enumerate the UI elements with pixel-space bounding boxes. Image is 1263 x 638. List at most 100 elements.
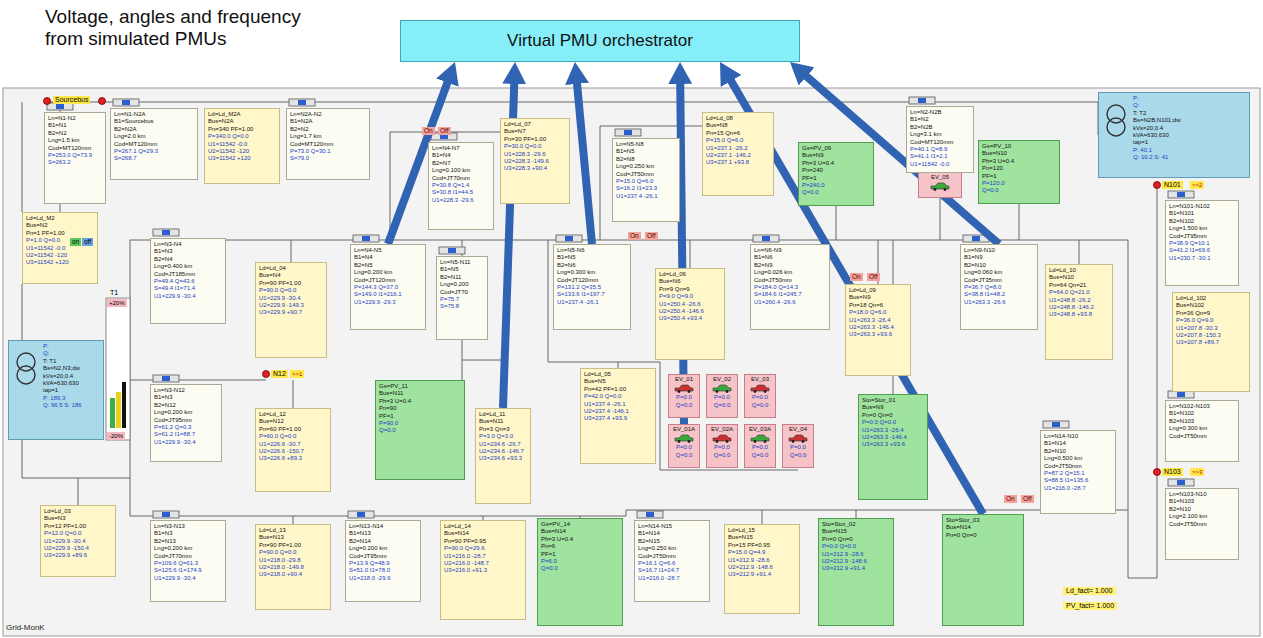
switch-body [1168, 479, 1194, 486]
measurement-text: U2=234.6 -146.7 [479, 448, 524, 455]
measurement-text: Pn=64 Qn=21 [1049, 282, 1086, 289]
car-wheel [716, 441, 719, 444]
switch-body [153, 511, 179, 518]
measurement-text: B1=N103 [1169, 498, 1194, 505]
measurement-text: P=0.0 [714, 444, 730, 451]
measurement-text: Lng=1.5 km [48, 137, 80, 144]
measurement-text: P=64.0 Q=21.0 [1049, 289, 1090, 296]
measurement-text: kVA=630,630 [43, 380, 79, 387]
switch-symbol [348, 511, 374, 518]
switch-body [153, 375, 179, 382]
measurement-text: Lng=3.1 km [910, 131, 942, 138]
diagram-panel [3, 88, 1260, 636]
switch-contact [646, 512, 654, 517]
measurement-text: P=131.2 Q=35.5 [557, 284, 601, 291]
car-wheel [726, 441, 729, 444]
element-name: EV_05 [931, 174, 949, 181]
measurement-text: B1=N3 [154, 530, 173, 537]
app-name: Grid-MonK [6, 624, 45, 632]
measurement-text: B2=N2B [910, 124, 933, 131]
measurement-text: Lng=2.0 km [114, 133, 146, 140]
bus-dot [1154, 182, 1161, 189]
measurement-text: B1=N3 [154, 248, 173, 255]
element-name: Ln=N2A-N2 [290, 111, 322, 118]
measurement-text: U2=229.9 -150.4 [44, 545, 89, 552]
measurement-text: U1=237.4 -26.1 [557, 299, 599, 306]
measurement-text: Bus=N14 [541, 528, 566, 535]
measurement-text: P=240.0 [802, 182, 825, 189]
measurement-text: S=149.0 I1=216.1 [354, 291, 402, 298]
measurement-text: Bus=N13 [259, 534, 284, 541]
measurement-text: U2=218.0 -149.8 [259, 564, 304, 571]
measurement-text: U2=237.4 -146.1 [584, 408, 629, 415]
line-box: Ln=N5-N8B1=N5B2=N8Lng=0.250 kmCod=JT50mm… [612, 138, 680, 222]
switch-symbol [353, 235, 379, 242]
line-box: Ln=N1-N2AB1=SourcebusB2=N2ALng=2.0 kmCod… [110, 108, 198, 180]
measurement-text: P=90.0 [379, 420, 398, 427]
ev-box: EV_01P=0.0Q=0.0 [668, 374, 700, 418]
bus-dot [1154, 469, 1161, 476]
line-box: Ln=N9-N10B1=N9B2=N10Lng=0.060 kmCod=JT35… [960, 244, 1038, 330]
measurement-text: Q=0.0 [676, 402, 693, 409]
measurement-text: U2=228.3 -149.6 [504, 158, 549, 165]
winding-circle [17, 366, 35, 384]
winding-circle [1107, 118, 1125, 136]
measurement-text: U2=11542 -120 [26, 252, 67, 259]
car-icon [930, 182, 950, 191]
measurement-text: Lng=0.200 km [349, 545, 387, 552]
measurement-text: Q=0.0 [714, 452, 731, 459]
measurement-text: P=340.0 Q=0.0 [208, 133, 249, 140]
switch-symbol [47, 103, 73, 110]
element-name: EV_01 [675, 376, 693, 383]
measurement-text: U3=229.9 +90.7 [259, 309, 302, 316]
measurement-text: P=90.0 Q=0.0 [259, 549, 296, 556]
switch-contact [1177, 392, 1185, 397]
load-box: Ld=Ld_M2ABus=N2APn=340 PF=1.00P=340.0 Q=… [204, 108, 280, 184]
element-name: Sto=Stor_01 [862, 397, 896, 404]
generator-box: Sto=Stor_03Bus=N14Pn=0 Qn=0 [942, 514, 1024, 626]
switch-symbol [113, 99, 139, 106]
measurement-text: U2=248.8 -146.2 [1049, 304, 1094, 311]
switch-body [1043, 421, 1069, 428]
measurement-text: Q=0.0 [802, 189, 819, 196]
measurement-text: U3=212.9 +91.4 [728, 571, 771, 578]
measurement-text: Q: 96.5 S: 186 [43, 402, 82, 409]
element-name: Ld=Ld_12 [259, 411, 286, 418]
bus-wire [130, 240, 1128, 516]
measurement-text: U1=218.0 -29.6 [349, 575, 391, 582]
measurement-text: Pn=90 PF=0.95 [444, 538, 486, 545]
bus-wire [291, 240, 292, 262]
car-icon [712, 384, 732, 393]
measurement-text: U1=250.4 -26.6 [659, 301, 701, 308]
line-box: Ln=N101-N102B1=N101B2=N102Lng=1.500 kmCo… [1165, 200, 1239, 286]
measurement-text: B2=N14 [349, 538, 371, 545]
measurement-text: Bs=N2,N3;dw [43, 365, 80, 372]
line-box: Ln=N5-N6B1=N5B2=N6Lng=0.300 kmCod=JT120m… [553, 244, 631, 330]
car-icon [674, 434, 694, 443]
element-name: Ln=N14-N15 [638, 523, 672, 530]
switch-body [353, 235, 379, 242]
switch-symbol [1043, 421, 1069, 428]
measurement-text: Lng=0.200 km [154, 409, 192, 416]
measurement-text: S=49.4 I1=71.4 [154, 285, 195, 292]
load-box: Ld=Ld_15Bus=N15Pn=15 PF=0.95P=15.0 Q=4.9… [724, 524, 800, 614]
switch-symbols [47, 97, 1194, 518]
element-name: Ld=Ld_07 [504, 121, 531, 128]
measurement-text: S=263.2 [48, 159, 71, 166]
measurement-text: kVs=20,0.4 [1133, 125, 1163, 132]
measurement-text: P=40.1 Q=8.9 [910, 146, 947, 153]
car-icon [750, 434, 770, 443]
measurement-text: Lng=0.060 km [964, 269, 1002, 276]
measurement-text: U1=229.9 -30.4 [259, 295, 301, 302]
car-wheel [944, 189, 947, 192]
measurement-text: Pn=0 Qn=0 [822, 536, 853, 543]
measurement-text: U2=237.1 -146.2 [706, 152, 751, 159]
measurement-text: U1=216.0 -28.7 [444, 553, 486, 560]
measurement-text: U2=263.3 -146.4 [862, 434, 907, 441]
switch-body [289, 99, 315, 106]
measurement-text: Bus=N12 [259, 418, 284, 425]
measurement-text: B1=N101 [1169, 210, 1194, 217]
element-name: EV_01A [673, 426, 695, 433]
load-box: Ld=Ld_13Bus=N13Pn=90 PF=1.00P=90.0 Q=0.0… [255, 524, 331, 610]
measurement-text: Cod=JT185mm [154, 271, 195, 278]
